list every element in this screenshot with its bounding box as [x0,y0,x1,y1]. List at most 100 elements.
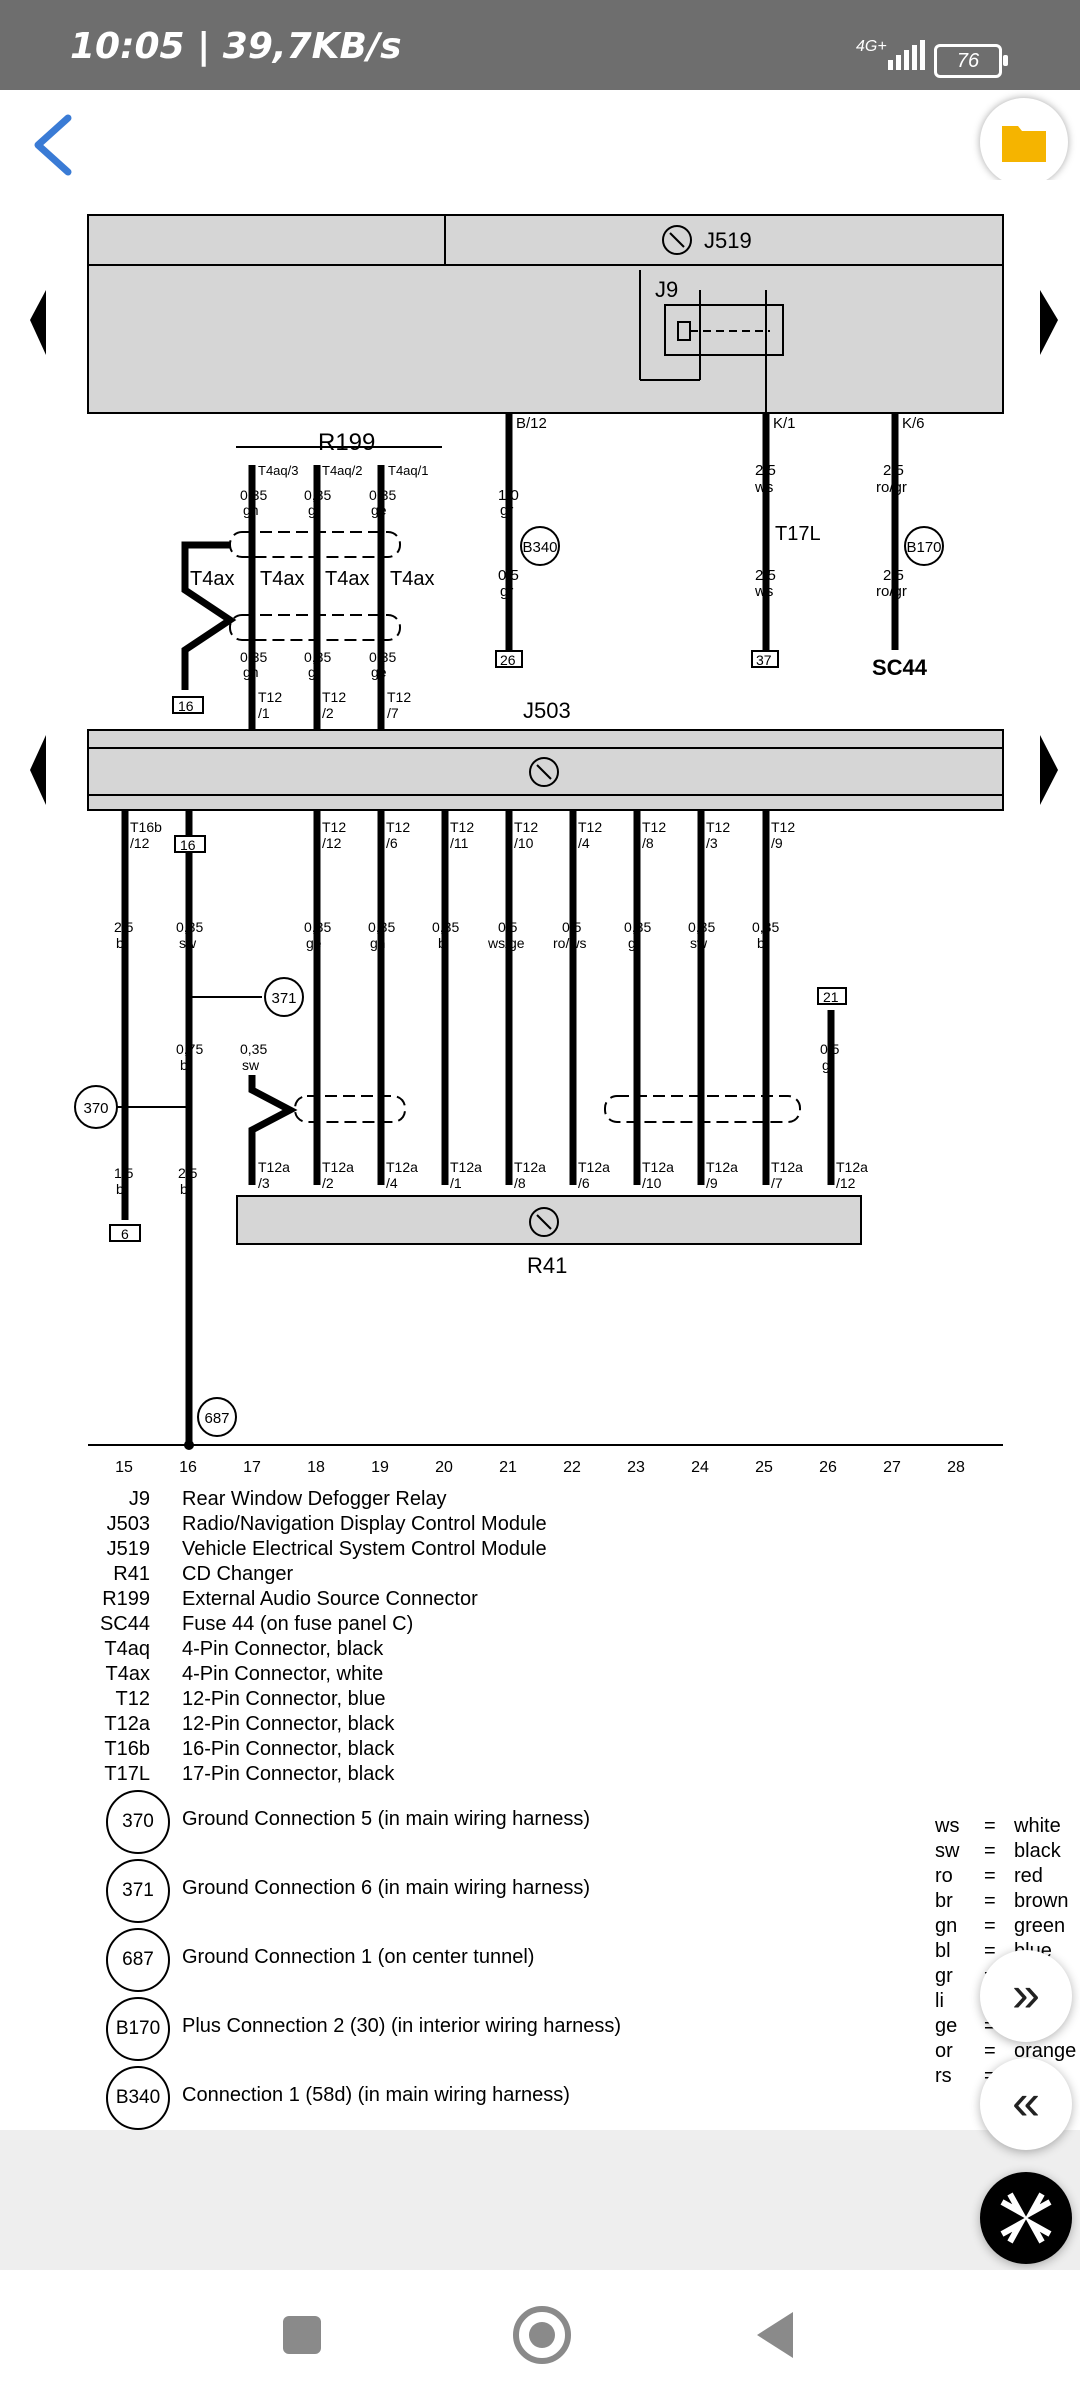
svg-text:gr: gr [822,1057,835,1073]
network-type: 4G+ [856,38,887,55]
r41-label: R41 [527,1253,567,1278]
rewind-button[interactable]: « [980,2058,1072,2150]
connection-symbol: 687 [106,1928,170,1992]
svg-text:gr: gr [308,664,321,680]
svg-text:/3: /3 [706,835,718,851]
color-code: bl [935,1940,951,1962]
legend-code: SC44 [99,1613,150,1635]
home-icon[interactable] [513,2306,571,2364]
svg-text:2,5: 2,5 [114,919,134,935]
app-bar [0,90,1080,180]
next-section-arrow-icon[interactable] [1040,735,1058,805]
sc44-label: SC44 [872,655,928,680]
legend-desc: CD Changer [182,1563,294,1585]
color-name: orange [1014,2040,1077,2062]
status-bar: 10:05 | 39,7KB/s 4G+ 76 [0,0,1080,90]
color-code: ws [935,1815,960,1837]
svg-text:B/12: B/12 [516,415,547,432]
folder-button[interactable] [980,98,1068,186]
svg-text:/7: /7 [387,705,399,721]
collapse-icon [1000,2192,1052,2244]
svg-text:/1: /1 [258,705,270,721]
collapse-button[interactable] [980,2172,1072,2264]
svg-text:T12a: T12a [836,1159,868,1175]
svg-text:gr: gr [500,502,513,519]
svg-text:ws/ge: ws/ge [487,935,525,951]
next-page-arrow-icon[interactable] [1040,290,1058,355]
svg-text:6: 6 [121,1226,129,1242]
svg-text:T12: T12 [387,689,411,705]
svg-text:K/6: K/6 [902,415,925,432]
bottom-panel [0,2130,1080,2270]
legend-row: J503 Radio/Navigation Display Control Mod… [0,1513,800,1537]
svg-text:T4ax: T4ax [325,568,369,590]
svg-text:sw: sw [690,935,708,951]
prev-section-arrow-icon[interactable] [30,735,46,805]
svg-text:T12a: T12a [771,1159,803,1175]
legend-code: T12a [104,1713,150,1735]
svg-text:T4aq/1: T4aq/1 [388,463,428,478]
svg-text:0,5: 0,5 [562,919,582,935]
legend-code: J503 [106,1513,150,1535]
axis-number: 19 [371,1459,389,1476]
j503-label: J503 [523,698,571,723]
connection-symbol: 371 [106,1859,170,1923]
color-name: green [1014,1915,1066,1937]
axis-number: 17 [243,1459,261,1476]
svg-text:T12a: T12a [706,1159,738,1175]
color-code: or [935,2040,953,2062]
axis-number: 26 [819,1459,837,1476]
connection-desc: Ground Connection 6 (in main wiring harn… [182,1877,590,1899]
svg-text:T12: T12 [706,819,730,835]
svg-text:T4aq/2: T4aq/2 [322,463,362,478]
svg-text:/8: /8 [642,835,654,851]
svg-text:sw: sw [242,1057,260,1073]
svg-text:T12: T12 [450,819,474,835]
svg-text:T12a: T12a [322,1159,354,1175]
svg-text:T12a: T12a [578,1159,610,1175]
forward-button[interactable]: » [980,1950,1072,2042]
back-nav-icon[interactable] [755,2310,795,2360]
svg-text:0,35: 0,35 [752,919,779,935]
svg-text:/3: /3 [258,1175,270,1191]
prev-page-arrow-icon[interactable] [30,290,46,355]
connection-desc: Ground Connection 5 (in main wiring harn… [182,1808,590,1830]
color-name: black [1014,1840,1061,1862]
svg-text:1,5: 1,5 [114,1165,134,1181]
svg-text:0,35: 0,35 [369,649,396,665]
svg-text:0,35: 0,35 [304,487,331,503]
axis-number: 24 [691,1459,709,1476]
svg-text:ge: ge [306,935,322,951]
connection-symbol: B340 [106,2066,170,2130]
legend-desc: Rear Window Defogger Relay [182,1488,447,1510]
svg-text:sw: sw [179,935,197,951]
legend-desc: Radio/Navigation Display Control Module [182,1513,547,1535]
legend-code: R199 [102,1588,150,1610]
svg-text:ro/gr: ro/gr [876,583,907,600]
b340-node: B340 [522,539,557,556]
svg-text:T12: T12 [258,689,282,705]
connection-desc: Plus Connection 2 (30) (in interior wiri… [182,2015,622,2037]
color-name: red [1014,1865,1043,1887]
back-arrow-icon[interactable] [30,110,80,180]
svg-text:0,35: 0,35 [304,919,331,935]
svg-text:T12: T12 [322,819,346,835]
svg-text:16: 16 [178,698,194,714]
b170-node: B170 [906,539,941,556]
svg-text:0,35: 0,35 [240,1041,267,1057]
svg-text:T12: T12 [514,819,538,835]
svg-text:2,5: 2,5 [178,1165,198,1181]
equals-sign: = [984,2015,996,2037]
recents-icon[interactable] [283,2316,321,2354]
svg-text:bl: bl [757,935,768,951]
legend-code: J519 [106,1538,150,1560]
r199-label: R199 [318,429,375,456]
svg-text:/10: /10 [514,835,534,851]
svg-text:ws: ws [754,583,773,600]
